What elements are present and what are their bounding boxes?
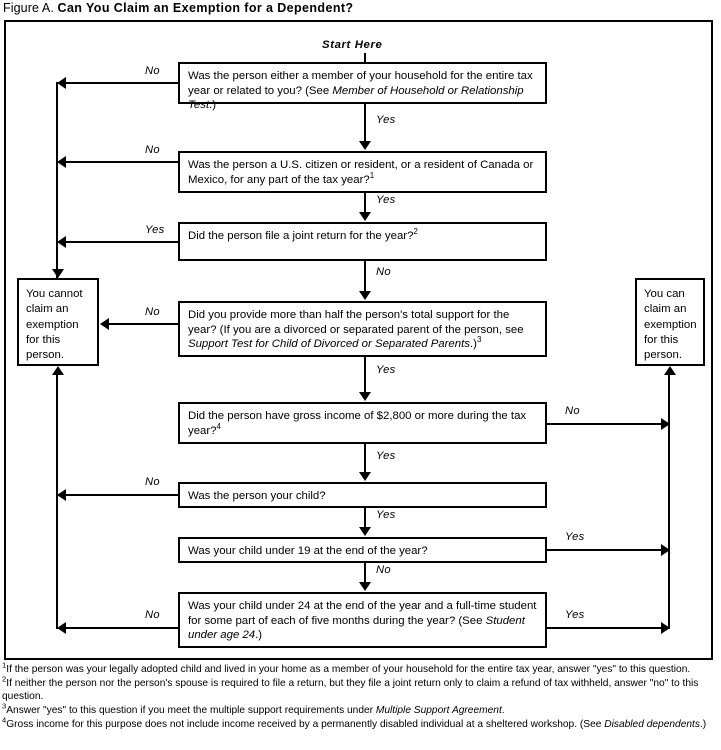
- edge-line-b7-b8: [364, 563, 366, 583]
- decision-box-gross-income[interactable]: Did the person have gross income of $2,8…: [178, 402, 547, 444]
- left-rail-upper: [56, 82, 58, 278]
- footnote-marker: 4: [2, 715, 7, 725]
- edge-label-b2-yes: Yes: [376, 194, 396, 206]
- footnote-text: If the person was your legally adopted c…: [6, 664, 691, 675]
- edge-label-b2-no: No: [145, 144, 160, 156]
- edge-label-b6-no: No: [145, 476, 160, 488]
- arrowhead-left-b1-no: [57, 77, 66, 89]
- edge-line-b8-yes: [547, 627, 662, 629]
- decision-box-text: Was the person your child?: [188, 490, 326, 502]
- arrowhead-down-b5: [359, 392, 371, 401]
- edge-line-b2-no: [63, 161, 178, 163]
- arrowhead-down-b7: [359, 527, 371, 536]
- edge-label-b1-yes: Yes: [376, 114, 396, 126]
- footnote-item: 1If the person was your legally adopted …: [2, 660, 719, 677]
- arrowhead-right-b5-no: [661, 418, 670, 430]
- terminal-box-text: You cannot claim an exemption for this p…: [26, 288, 83, 362]
- start-here-label: Start Here: [322, 39, 383, 51]
- arrowhead-left-b8-no: [57, 622, 66, 634]
- arrowhead-into-cannot-claim-top: [52, 269, 64, 278]
- footnote-item: 2If neither the person nor the person's …: [2, 674, 719, 703]
- edge-label-b5-no: No: [565, 405, 580, 417]
- arrowhead-left-b6-no: [57, 489, 66, 501]
- edge-line-b4-b5: [364, 357, 366, 393]
- edge-label-b5-yes: Yes: [376, 450, 396, 462]
- edge-line-b5-no: [547, 423, 662, 425]
- arrowhead-down-b2: [359, 141, 371, 150]
- edge-line-b3-yes: [63, 241, 178, 243]
- decision-box-citizen-resident[interactable]: Was the person a U.S. citizen or residen…: [178, 151, 547, 193]
- edge-line-b1-b2: [364, 104, 366, 142]
- arrowhead-left-b4-no: [100, 318, 109, 330]
- footnote-marker: 3: [2, 701, 7, 711]
- footnote-item: 4Gross income for this purpose does not …: [2, 716, 719, 732]
- terminal-box-cannot-claim[interactable]: You cannot claim an exemption for this p…: [17, 278, 99, 366]
- edge-label-b4-yes: Yes: [376, 364, 396, 376]
- arrowhead-down-b8: [359, 582, 371, 591]
- decision-box-text: Did the person have gross income of $2,8…: [188, 410, 527, 437]
- footnote-marker: 2: [2, 674, 7, 684]
- edge-line-b2-b3: [364, 193, 366, 213]
- edge-label-b3-yes: Yes: [145, 224, 165, 236]
- decision-box-household-relationship[interactable]: Was the person either a member of your h…: [178, 62, 547, 111]
- terminal-box-can-claim[interactable]: You can claim an exemption for this pers…: [635, 278, 705, 366]
- edge-line-b1-no: [63, 82, 178, 84]
- decision-box-text: Was the person a U.S. citizen or residen…: [188, 159, 534, 186]
- footnote-text: Answer "yes" to this question if you mee…: [6, 704, 505, 716]
- edge-label-b7-yes: Yes: [565, 531, 585, 543]
- footnote-item: 3Answer "yes" to this question if you me…: [2, 702, 719, 718]
- decision-box-your-child[interactable]: Was the person your child?: [178, 482, 547, 508]
- start-connector-line: [364, 53, 366, 62]
- footnote-text: Gross income for this purpose does not i…: [6, 718, 707, 730]
- right-rail: [668, 374, 670, 629]
- edge-line-b3-b4: [364, 261, 366, 292]
- arrowhead-into-cannot-claim-bottom: [52, 366, 64, 375]
- decision-box-text: Was your child under 24 at the end of th…: [188, 600, 537, 642]
- edge-label-b7-no: No: [376, 564, 391, 576]
- figure-title-text: Can You Claim an Exemption for a Depende…: [57, 1, 354, 15]
- arrowhead-down-b6: [359, 472, 371, 481]
- edge-label-b4-no: No: [145, 306, 160, 318]
- arrowhead-down-b3: [359, 212, 371, 221]
- edge-line-b4-no: [106, 323, 178, 325]
- edge-line-b6-b7: [364, 508, 366, 528]
- decision-box-under-24-student[interactable]: Was your child under 24 at the end of th…: [178, 592, 547, 648]
- arrowhead-right-b8-yes: [661, 622, 670, 634]
- figure-label: Figure A.: [3, 1, 54, 15]
- decision-box-under-19[interactable]: Was your child under 19 at the end of th…: [178, 537, 547, 563]
- edge-line-b7-yes: [547, 549, 662, 551]
- edge-line-b8-no: [63, 627, 178, 629]
- edge-line-b6-no: [63, 494, 178, 496]
- edge-line-b5-b6: [364, 444, 366, 473]
- decision-box-joint-return[interactable]: Did the person file a joint return for t…: [178, 222, 547, 261]
- footnotes-list: 1If the person was your legally adopted …: [2, 660, 719, 733]
- decision-box-text: Was the person either a member of your h…: [188, 70, 533, 112]
- left-rail-lower: [56, 374, 58, 629]
- page-title: Figure A. Can You Claim an Exemption for…: [3, 1, 353, 15]
- footnote-marker: 1: [2, 660, 7, 670]
- decision-box-text: Was your child under 19 at the end of th…: [188, 545, 428, 557]
- decision-box-text: Did you provide more than half the perso…: [188, 309, 524, 351]
- arrowhead-right-b7-yes: [661, 544, 670, 556]
- arrowhead-left-b3-yes: [57, 236, 66, 248]
- edge-label-b8-no: No: [145, 609, 160, 621]
- edge-label-b6-yes: Yes: [376, 509, 396, 521]
- footnote-text: If neither the person nor the person's s…: [2, 678, 699, 702]
- edge-label-b3-no: No: [376, 266, 391, 278]
- flowchart-frame: Start Here Was the person either a membe…: [4, 20, 713, 660]
- terminal-box-text: You can claim an exemption for this pers…: [644, 288, 697, 362]
- decision-box-support-test[interactable]: Did you provide more than half the perso…: [178, 301, 547, 357]
- arrowhead-left-b2-no: [57, 156, 66, 168]
- decision-box-text: Did the person file a joint return for t…: [188, 227, 418, 242]
- edge-label-b1-no: No: [145, 65, 160, 77]
- edge-label-b8-yes: Yes: [565, 609, 585, 621]
- arrowhead-into-can-claim-bottom: [664, 366, 676, 375]
- arrowhead-down-b4: [359, 291, 371, 300]
